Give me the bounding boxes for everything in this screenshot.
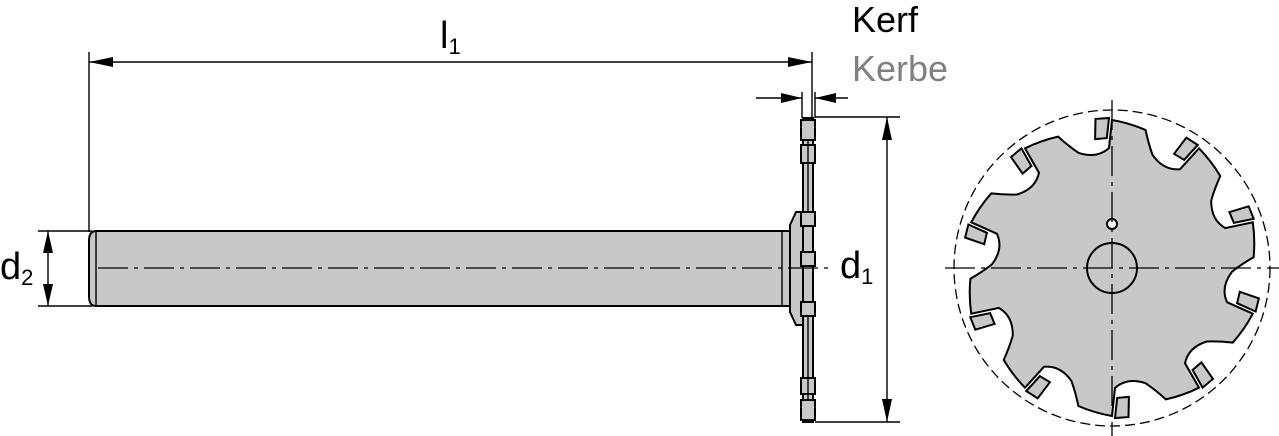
saw-tooth-tip bbox=[1228, 205, 1256, 225]
d2-label: d2 bbox=[0, 246, 33, 290]
saw-tooth-tip bbox=[1024, 374, 1052, 400]
d2-dimension bbox=[43, 231, 53, 306]
saw-tooth-tip bbox=[1172, 136, 1200, 162]
saw-tooth-tip bbox=[1191, 360, 1215, 390]
d1-dimension bbox=[882, 117, 892, 422]
kerf-label: Kerf bbox=[852, 0, 919, 40]
saw-tooth-tip bbox=[968, 311, 996, 331]
saw-tooth-tip bbox=[963, 223, 989, 246]
kerf-dimension bbox=[756, 93, 848, 103]
saw-blade-edge bbox=[800, 117, 816, 423]
saw-tooth-tip bbox=[1113, 395, 1130, 420]
d1-label: d1 bbox=[840, 245, 873, 289]
saw-tooth-tip bbox=[1094, 116, 1111, 141]
saw-tooth-tip bbox=[1009, 146, 1033, 176]
l1-dimension bbox=[89, 57, 812, 67]
kerbe-label: Kerbe bbox=[852, 48, 948, 89]
l1-label: l1 bbox=[440, 15, 461, 59]
saw-teeth bbox=[963, 116, 1261, 420]
side-view: l1 d2 bbox=[0, 0, 948, 423]
front-view bbox=[945, 100, 1279, 436]
saw-tooth-tip bbox=[1235, 290, 1261, 313]
